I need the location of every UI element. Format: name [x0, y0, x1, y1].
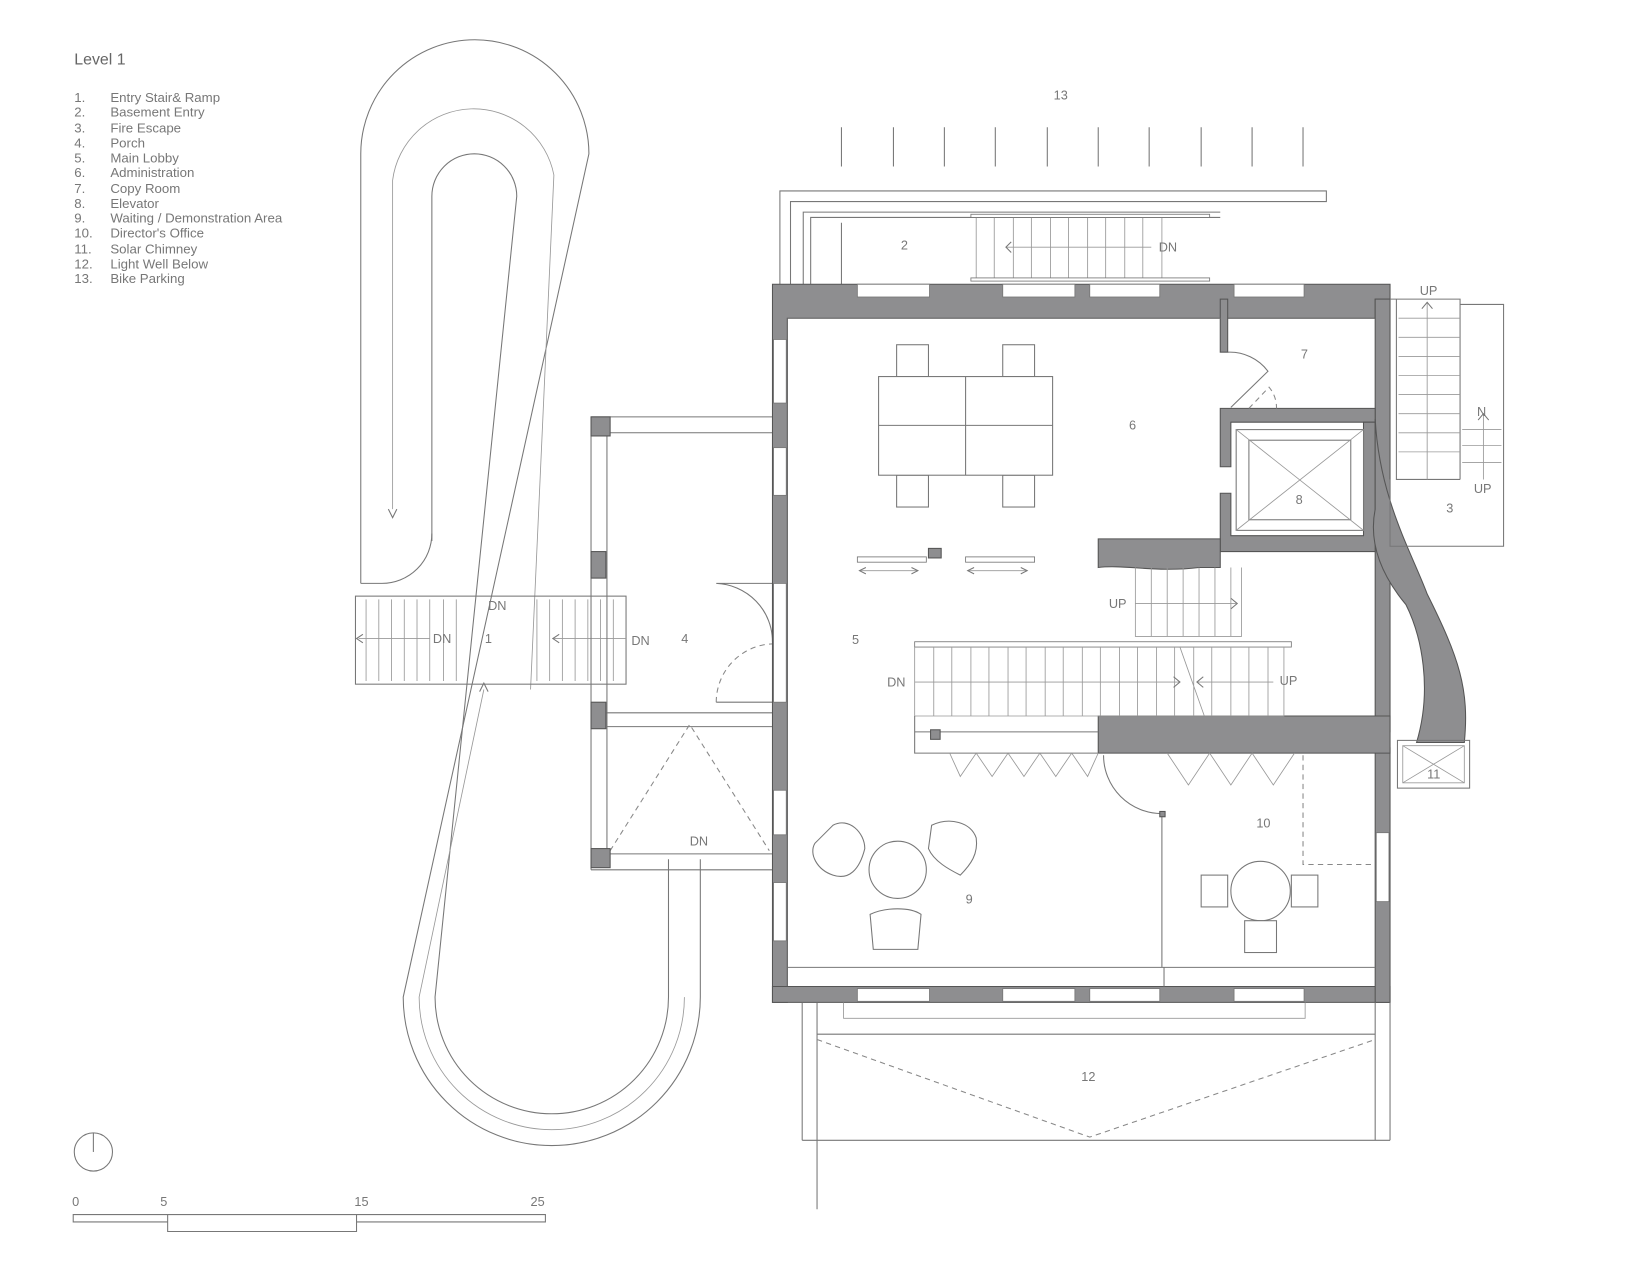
room-number-8: 8: [1296, 492, 1303, 507]
up-label: UP: [1280, 673, 1298, 688]
main-lobby: UP DN UP 5: [852, 547, 1298, 786]
legend-num: 12.: [74, 256, 92, 271]
porch: DN 4: [590, 416, 774, 871]
legend-label: Entry Stair& Ramp: [110, 90, 220, 105]
room-number-4: 4: [681, 631, 688, 646]
bike-parking: 13: [840, 88, 1304, 167]
legend-label: Copy Room: [110, 181, 180, 196]
dn-label: DN: [887, 674, 905, 689]
room-number-7: 7: [1301, 347, 1308, 362]
legend-num: 4.: [74, 135, 85, 150]
legend-label: Waiting / Demonstration Area: [110, 211, 282, 226]
legend-label: Porch: [110, 135, 145, 150]
solar-chimney: 11: [1396, 739, 1471, 789]
north-arrow: [73, 1132, 114, 1172]
legend-num: 7.: [74, 181, 85, 196]
room-number-5: 5: [852, 632, 859, 647]
legend-num: 13.: [74, 271, 92, 286]
elevator: 8: [1235, 429, 1365, 531]
scale-tick: 0: [72, 1194, 79, 1209]
dn-label: DN: [690, 833, 708, 848]
waiting-area: 9: [812, 820, 978, 950]
legend-label: Elevator: [110, 196, 159, 211]
legend-num: 6.: [74, 165, 85, 180]
dn-label: DN: [433, 631, 451, 646]
dn-label: DN: [631, 633, 649, 648]
copy-room: 7: [1227, 347, 1308, 409]
legend-label: Director's Office: [110, 226, 204, 241]
basement-entry: DN 2: [779, 190, 1327, 285]
legend-num: 8.: [74, 196, 85, 211]
room-number-2: 2: [901, 237, 908, 252]
legend-label: Administration: [110, 165, 194, 180]
light-well: 12: [802, 1033, 1391, 1141]
legend-num: 2.: [74, 105, 85, 120]
admin-table: 6: [878, 344, 1136, 508]
plan-title: Level 1: [74, 52, 125, 69]
up-label: UP: [1420, 283, 1438, 298]
legend-label: Light Well Below: [110, 256, 208, 271]
legend-label: Fire Escape: [110, 121, 181, 136]
legend-num: 9.: [74, 211, 85, 226]
legend-label: Solar Chimney: [110, 242, 197, 257]
legend-num: 5.: [74, 150, 85, 165]
directors-office: 10: [1103, 755, 1371, 968]
fire-escape: UP UP N 3: [1389, 283, 1505, 547]
up-label: UP: [1474, 481, 1492, 496]
room-number-13: 13: [1054, 88, 1068, 103]
entry-stair: DN DN DN 1: [354, 595, 650, 685]
legend-label: Bike Parking: [110, 271, 184, 286]
scale-bar: 0 5 15 25: [72, 1194, 546, 1233]
legend-num: 11.: [74, 242, 91, 257]
room-number-3: 3: [1446, 500, 1453, 515]
scale-tick: 25: [531, 1194, 545, 1209]
room-number-12: 12: [1081, 1069, 1095, 1084]
legend-label: Basement Entry: [110, 105, 205, 120]
room-number-6: 6: [1129, 418, 1136, 433]
dn-label: DN: [488, 598, 506, 613]
legend-num: 10.: [74, 226, 92, 241]
scale-tick: 5: [160, 1194, 167, 1209]
legend: 1. Entry Stair& Ramp 2. Basement Entry 3. F…: [74, 90, 283, 286]
legend-label: Main Lobby: [110, 150, 179, 165]
entry-ramp: [360, 39, 701, 1147]
room-number-1: 1: [485, 631, 492, 646]
room-number-9: 9: [966, 892, 973, 907]
up-label: UP: [1109, 596, 1127, 611]
n-label: N: [1477, 404, 1486, 419]
legend-num: 1.: [74, 90, 85, 105]
room-number-11: 11: [1427, 767, 1440, 782]
dn-label: DN: [1159, 239, 1177, 254]
building-walls: [771, 283, 1467, 1210]
scale-tick: 15: [354, 1194, 368, 1209]
room-number-10: 10: [1256, 815, 1270, 830]
legend-num: 3.: [74, 121, 85, 136]
